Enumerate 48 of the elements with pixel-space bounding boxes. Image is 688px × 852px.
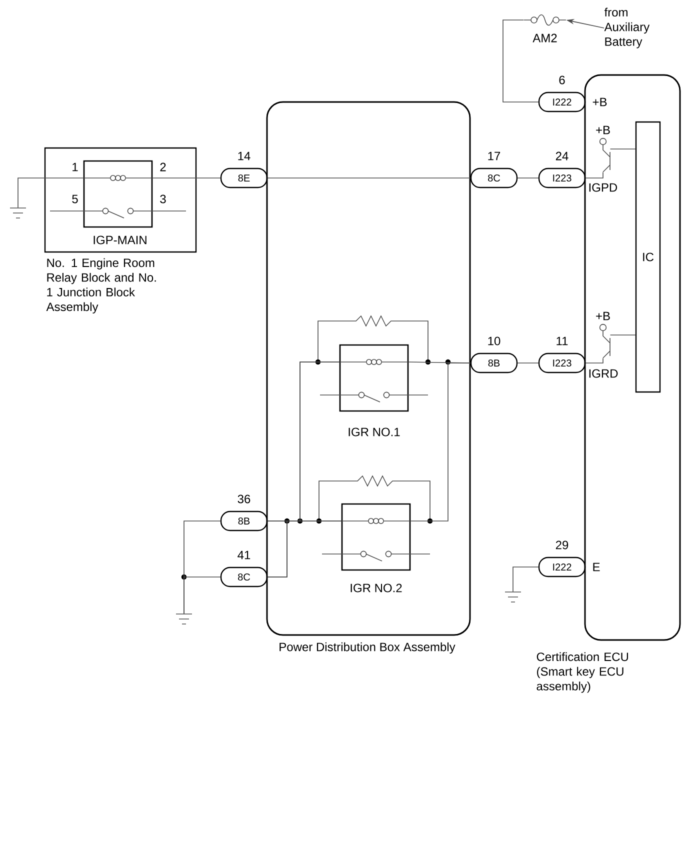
node-label: E (593, 562, 600, 572)
node-label: +B (592, 98, 607, 106)
connector-pin: I223 24 (538, 152, 586, 188)
connector-pin: 8C 41 (220, 550, 268, 588)
wire (410, 362, 471, 522)
pin-label: 5 (72, 194, 78, 204)
node-label: Power Distribution Box Assembly (280, 642, 456, 654)
node-label: 10 (488, 336, 500, 346)
node-label: 29 (556, 540, 568, 550)
node-label: IGR NO.1 (348, 428, 400, 436)
wire (585, 172, 604, 178)
node-label: 17 (488, 152, 500, 160)
node-label: 11 (556, 336, 568, 346)
wire (610, 334, 636, 336)
source-label: from Auxiliary Battery (604, 8, 650, 48)
node-label: Certification ECU (Smart key ECU assembly) (536, 652, 628, 693)
connector-pin: I223 11 (538, 336, 586, 374)
node-label: No. 1 Engine Room Relay Block and No. 1 Junction Block Assembly (46, 258, 156, 314)
connector-pin: 8C 17 (470, 152, 518, 188)
connector-pin: I222 29 E (538, 540, 600, 578)
wire (585, 358, 604, 364)
relay-box: IGR NO.1 (320, 344, 428, 436)
pin-label: 1 (72, 162, 78, 172)
node-label: IGP-MAIN (94, 236, 146, 244)
wire (502, 20, 539, 102)
wire (512, 566, 539, 592)
node-label: IGR NO.2 (350, 584, 402, 592)
connector-pin: 8B 10 (470, 336, 518, 374)
connector-pin: 8B 36 (220, 494, 268, 532)
ground-symbol (10, 208, 26, 218)
component-box: IC (635, 121, 661, 393)
ground-symbol (176, 614, 192, 624)
wire (610, 148, 636, 150)
wire (184, 576, 221, 614)
relay-box: IGR NO.2 (322, 503, 430, 592)
wire (18, 178, 84, 208)
pin-label: 3 (160, 194, 166, 204)
node-label: 6 (559, 76, 565, 84)
connector-pin: 8E 14 (220, 152, 268, 188)
node-label: 24 (556, 152, 568, 160)
wire (267, 520, 342, 578)
pin-label: 2 (160, 162, 166, 172)
node-label: 41 (238, 550, 250, 560)
node-label: 36 (238, 494, 250, 504)
connector-pin: I222 6 +B (538, 76, 607, 112)
node-label: 14 (238, 152, 250, 160)
wire (517, 362, 539, 364)
ground-symbol (504, 592, 522, 602)
